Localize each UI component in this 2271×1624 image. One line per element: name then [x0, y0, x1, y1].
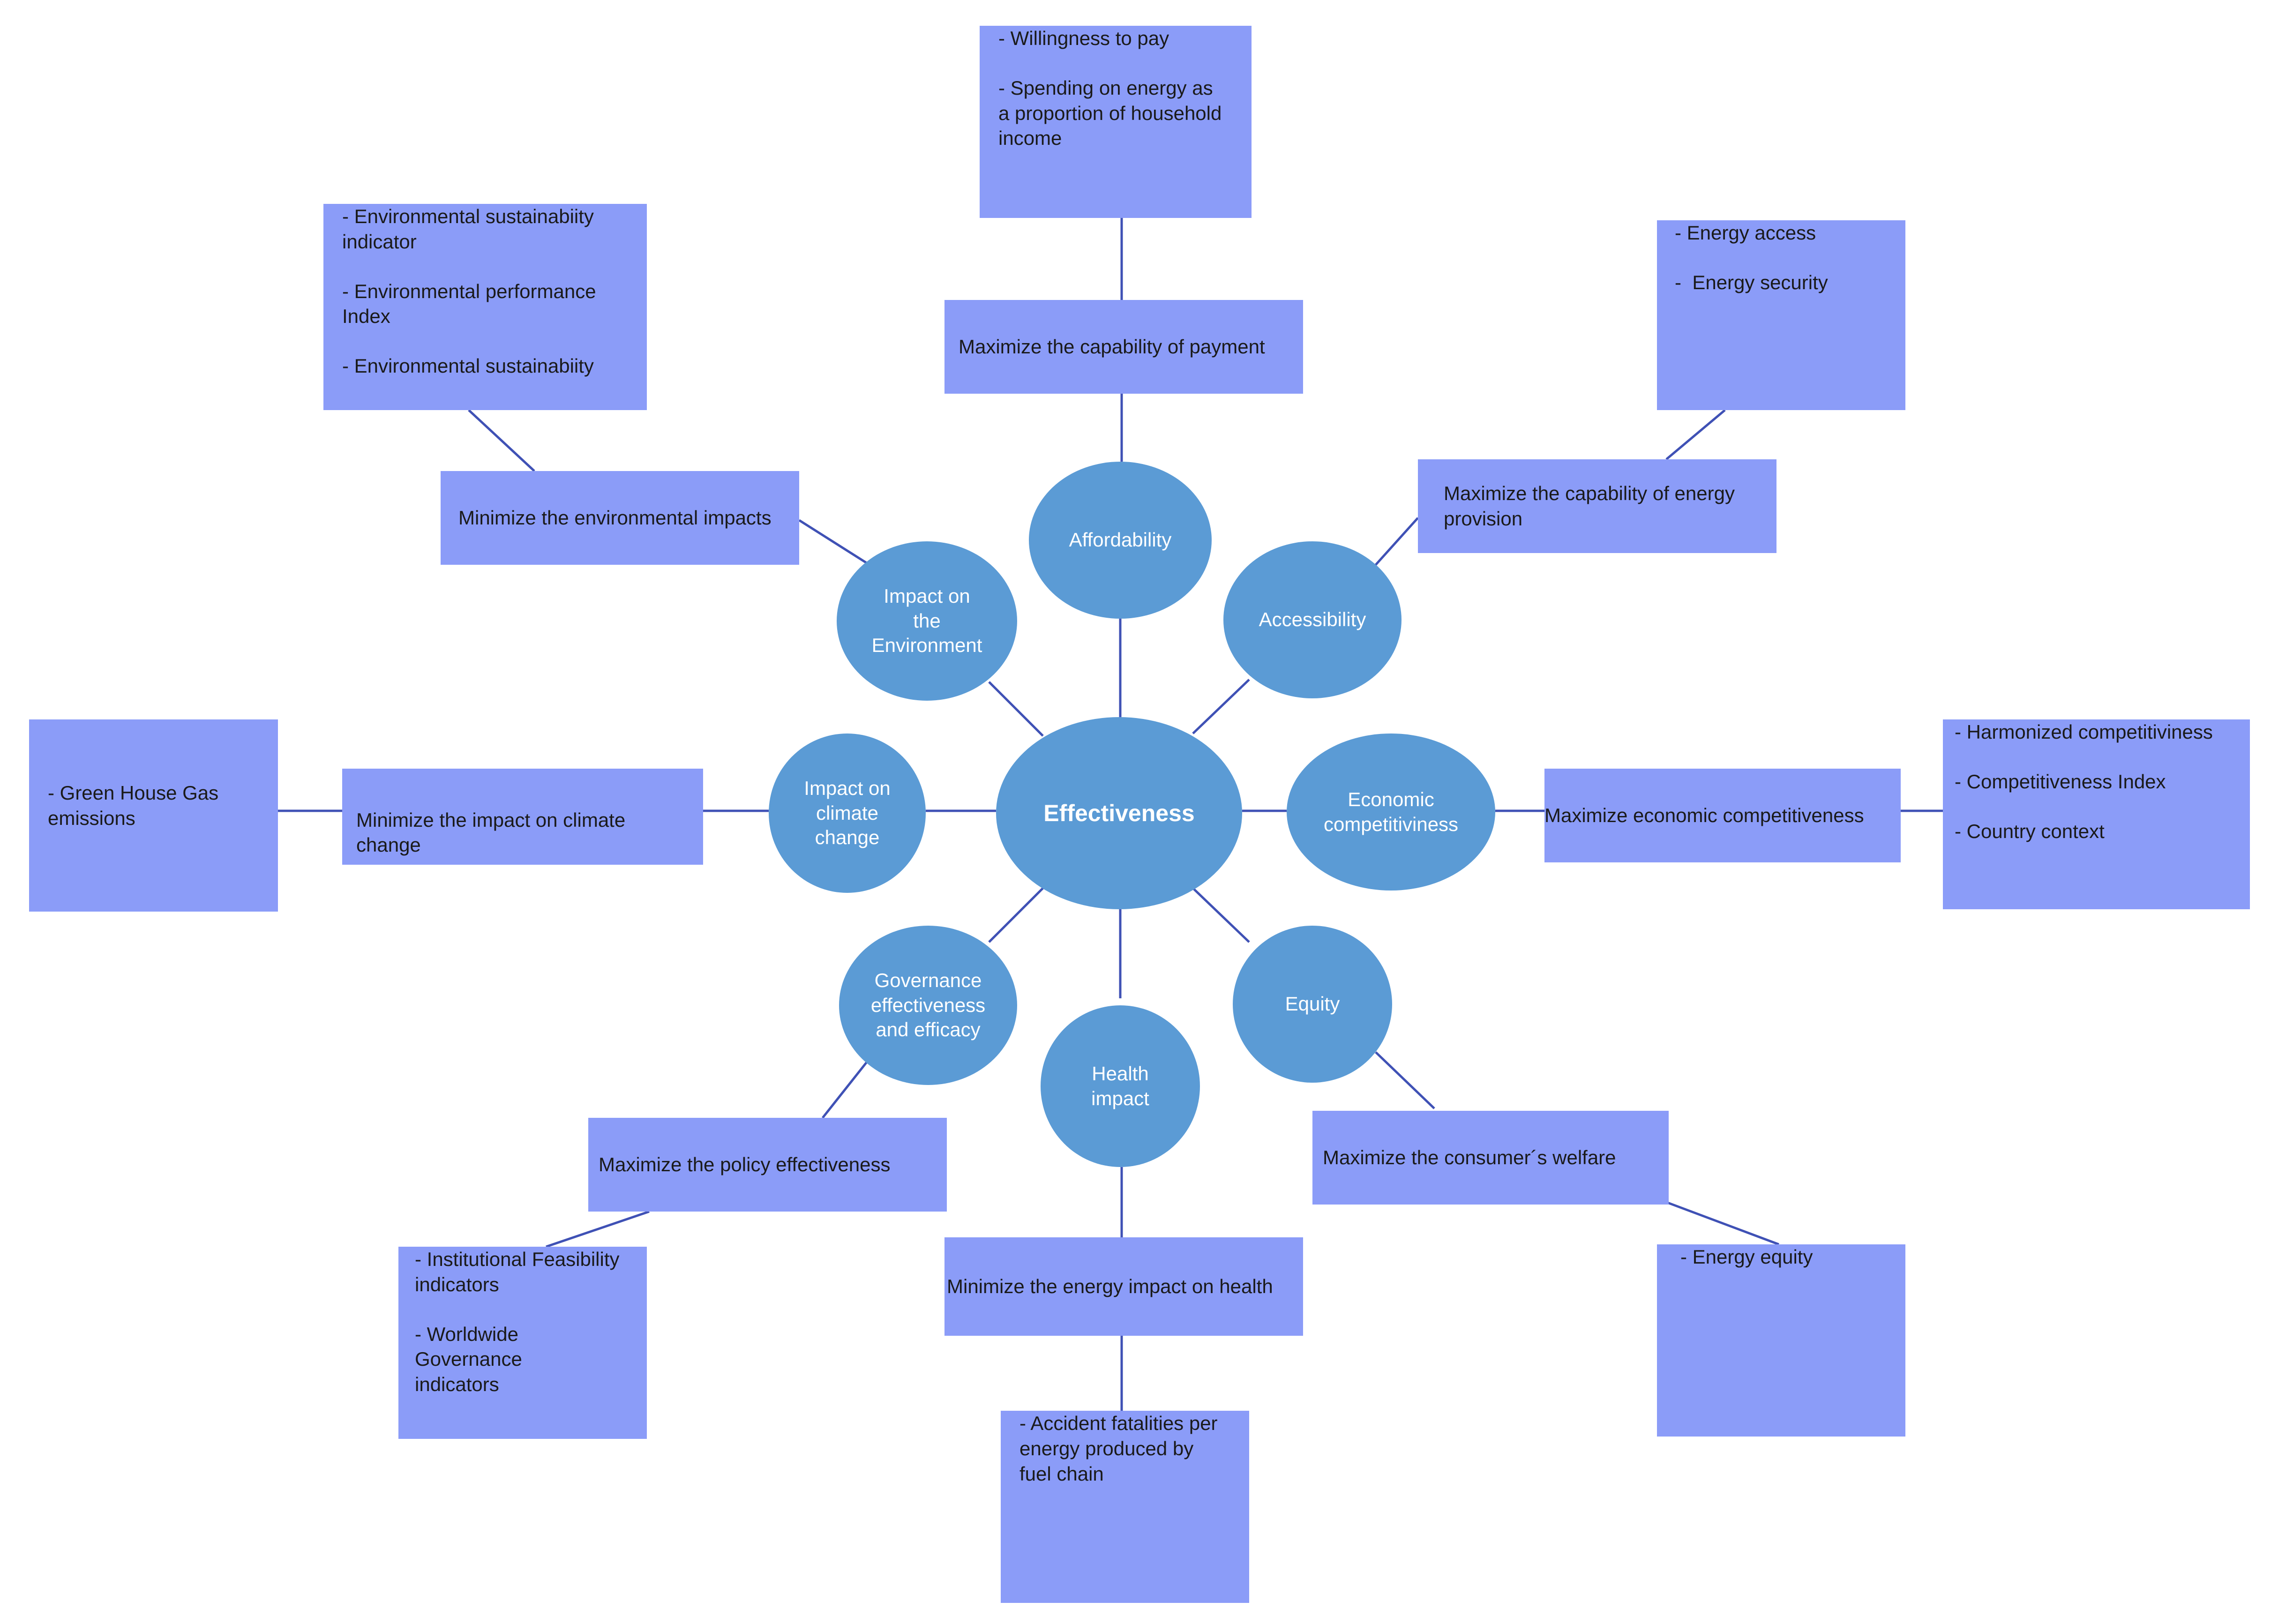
- indicators-policy: - Institutional Feasibility indicators -…: [398, 1247, 647, 1439]
- indicator-item: - Spending on energy as a proportion of …: [998, 76, 1222, 150]
- link-policy-indicators: [546, 1210, 650, 1248]
- objective-energy-provision-text: Maximize the capability of energy provis…: [1444, 482, 1735, 530]
- objective-policy-text: Maximize the policy effectiveness: [599, 1153, 891, 1176]
- node-equity: Equity: [1233, 926, 1392, 1083]
- node-accessibility: Accessibility: [1223, 541, 1402, 698]
- link-center-environment: [988, 681, 1044, 737]
- indicators-welfare: - Energy equity: [1657, 1244, 1905, 1437]
- indicator-item: - Environmental sustainabiity: [342, 355, 594, 377]
- indicator-item: - Institutional Feasibility indicators: [415, 1248, 620, 1295]
- link-center-equity: [1192, 887, 1250, 943]
- objective-payment-text: Maximize the capability of payment: [959, 336, 1265, 358]
- node-economic-competitiviness: Economic competitiviness: [1287, 733, 1495, 891]
- link-environment-objective: [798, 519, 870, 566]
- objective-health-text: Minimize the energy impact on health: [947, 1275, 1273, 1298]
- objective-economic: Maximize economic competitiveness: [1544, 769, 1901, 862]
- connector-lines: [278, 218, 1943, 1411]
- node-environment: Impact on the Environment: [837, 541, 1017, 701]
- indicators-energy-provision: - Energy access - Energy security: [1657, 220, 1905, 410]
- indicators-health: - Accident fatalities per energy produce…: [1001, 1411, 1249, 1603]
- indicators-economic: - Harmonized competitiviness - Competiti…: [1943, 719, 2250, 909]
- indicator-item: - Accident fatalities per energy produce…: [1019, 1412, 1218, 1485]
- link-environment-indicators: [468, 409, 535, 472]
- node-climate-change: Impact on climate change: [769, 733, 926, 893]
- indicator-item: - Energy access: [1675, 222, 1816, 244]
- objective-environment: Minimize the environmental impacts: [441, 471, 799, 565]
- objective-welfare: Maximize the consumer´s welfare: [1312, 1111, 1669, 1205]
- objective-policy: Maximize the policy effectiveness: [588, 1118, 947, 1212]
- objective-payment: Maximize the capability of payment: [944, 300, 1303, 394]
- link-welfare-indicators: [1666, 1201, 1779, 1246]
- indicator-item: - Energy security: [1675, 271, 1828, 293]
- link-center-governance: [988, 887, 1044, 943]
- objective-welfare-text: Maximize the consumer´s welfare: [1323, 1146, 1616, 1169]
- indicator-item: - Harmonized competitiviness: [1955, 721, 2213, 743]
- indicator-item: - Country context: [1955, 820, 2105, 842]
- node-affordability: Affordability: [1029, 462, 1212, 619]
- indicators-environment: - Environmental sustainabiity indicator …: [323, 204, 647, 410]
- link-equity-objective: [1375, 1051, 1435, 1109]
- objective-climate-text: Minimize the impact on climate change: [356, 808, 626, 856]
- objective-energy-provision: Maximize the capability of energy provis…: [1418, 459, 1776, 553]
- indicator-item: - Competitiveness Index: [1955, 770, 2166, 793]
- node-governance: Governance effectiveness and efficacy: [839, 926, 1017, 1085]
- objective-health: Minimize the energy impact on health: [944, 1237, 1303, 1336]
- objective-economic-text: Maximize economic competitiveness: [1544, 804, 1864, 827]
- indicator-item: - Green House Gas emissions: [48, 782, 219, 829]
- objective-environment-text: Minimize the environmental impacts: [458, 507, 772, 529]
- node-effectiveness: Effectiveness: [996, 717, 1242, 909]
- link-governance-objective: [822, 1061, 868, 1119]
- link-provision-indicators: [1665, 409, 1726, 460]
- indicator-item: - Energy equity: [1680, 1246, 1813, 1268]
- indicators-climate: - Green House Gas emissions: [29, 719, 278, 912]
- indicator-item: - Environmental performance Index: [342, 280, 596, 328]
- link-center-accessibility: [1192, 679, 1250, 734]
- indicator-item: - Environmental sustainabiity indicator: [342, 205, 594, 253]
- indicators-payment: - Willingness to pay - Spending on energ…: [980, 26, 1252, 218]
- node-health-impact: Health impact: [1041, 1005, 1200, 1167]
- link-accessibility-objective: [1375, 517, 1419, 566]
- indicator-item: - Worldwide Governance indicators: [415, 1323, 522, 1396]
- objective-climate: Minimize the impact on climate change: [342, 769, 703, 865]
- indicator-item: - Willingness to pay: [998, 27, 1169, 49]
